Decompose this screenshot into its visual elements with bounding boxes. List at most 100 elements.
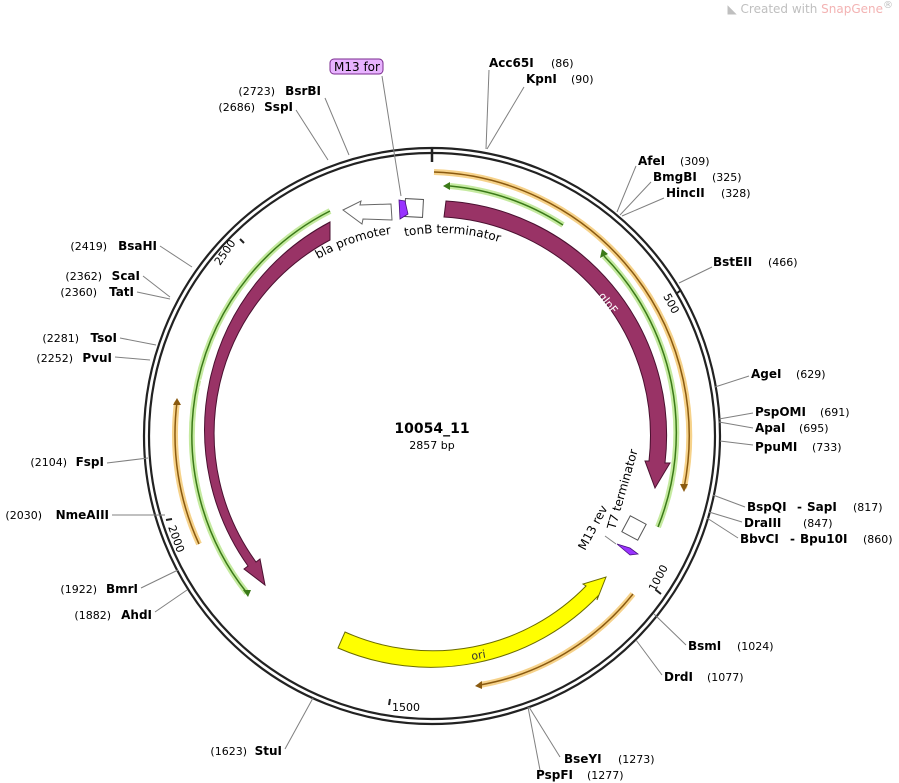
leader-BspQI — [712, 494, 746, 508]
M13-rev-primer-arrow — [616, 543, 640, 556]
site-PvuI-pos: (2252) — [36, 352, 73, 365]
leader-FspI — [106, 457, 149, 464]
site-leader-lines — [106, 69, 754, 771]
site-StuI-pos: (1623) — [210, 745, 247, 758]
leader-BsrBI — [324, 97, 350, 156]
site-FspI-pos: (2104) — [30, 456, 67, 469]
site-Bpu10I-name: Bpu10I — [800, 532, 847, 546]
site-labels-right: Acc65I (86) KpnI (90) AfeI (309) BmgBI (… — [489, 56, 893, 782]
site-labels-left: StuI (1623) AhdI (1882) BmrI (1922) NmeA… — [5, 84, 321, 758]
leader-DrdI — [635, 639, 663, 676]
site-BbvCI-name: BbvCI — [740, 532, 779, 546]
site-PspFI-pos: (1277) — [587, 769, 624, 782]
site-FspI-name: FspI — [76, 455, 104, 469]
site-BsaHI-pos: (2419) — [70, 240, 107, 253]
leader-BsaHI — [159, 245, 193, 268]
site-AgeI-name: AgeI — [751, 367, 781, 381]
orange-strand-left-arrowhead — [173, 398, 181, 405]
leader-BstEII — [678, 266, 713, 284]
site-AfeI-pos: (309) — [680, 155, 710, 168]
site-BstEII-name: BstEII — [713, 255, 752, 269]
site-BmgBI-pos: (325) — [712, 171, 742, 184]
site-BseYI-name: BseYI — [564, 752, 602, 766]
watermark-prefix: Created with — [740, 2, 822, 16]
leader-PvuI — [114, 356, 151, 361]
site-StuI-name: StuI — [255, 744, 282, 758]
site-AhdI-pos: (1882) — [74, 609, 111, 622]
site-NmeAIII-pos: (2030) — [5, 509, 42, 522]
green-strand-left — [191, 210, 331, 594]
leader-PspOMI — [718, 412, 754, 420]
site-BspQI-name: BspQI — [747, 500, 787, 514]
green-strand-right-arrowhead — [600, 249, 608, 258]
site-TsoI-pos: (2281) — [42, 332, 79, 345]
leader-BbvCI — [706, 517, 739, 539]
M13-for-label-box — [329, 58, 384, 75]
site-BsmI-name: BsmI — [688, 639, 721, 653]
site-AfeI-name: AfeI — [638, 154, 665, 168]
snapgene-watermark: ◣ Created with SnapGene® — [727, 0, 893, 16]
site-BsrBI-pos: (2723) — [238, 85, 275, 98]
leader-StuI — [284, 697, 314, 750]
tick-mark-500 — [675, 289, 682, 295]
plasmid-name: 10054_11 — [394, 421, 469, 437]
leader-PpuMI — [719, 440, 754, 446]
site-SapI-name: SapI — [807, 500, 837, 514]
site-SspI-pos: (2686) — [218, 101, 255, 114]
tonB-terminator-label: tonB terminator — [403, 222, 503, 245]
leader-KpnI — [486, 86, 525, 150]
orange-strand-top-arrowhead — [680, 484, 688, 492]
site-DraIII-name: DraIII — [744, 516, 781, 530]
green-strand-left-arrowhead — [243, 590, 251, 597]
leader-Acc65I — [485, 69, 490, 150]
site-Acc65I-name: Acc65I — [489, 56, 534, 70]
leader-TatI — [136, 291, 171, 300]
bla-promoter-arrow — [342, 200, 393, 225]
orange-strand-top — [433, 171, 690, 489]
T7-terminator-box — [621, 515, 647, 541]
site-BstEII-pos: (466) — [768, 256, 798, 269]
tick-label-1500: 1500 — [392, 701, 420, 714]
site-Acc65I-pos: (86) — [551, 57, 574, 70]
tick-mark-1500 — [388, 698, 391, 706]
site-AhdI-name: AhdI — [121, 608, 152, 622]
bla-cds-arrow — [204, 221, 331, 587]
site-KpnI-name: KpnI — [526, 72, 557, 86]
leader-AgeI — [714, 375, 750, 388]
site-PspOMI-pos: (691) — [820, 406, 850, 419]
leader-SspI — [295, 109, 329, 161]
site-DrdI-name: DrdI — [664, 670, 693, 684]
site-DrdI-pos: (1077) — [707, 671, 744, 684]
site-PspFI-name: PspFI — [536, 768, 573, 782]
site-PpuMI-pos: (733) — [812, 441, 842, 454]
site-BseYI-pos: (1273) — [618, 753, 655, 766]
site-TatI-name: TatI — [109, 285, 134, 299]
tick-label-1000: 1000 — [646, 563, 671, 594]
leader-BsmI — [653, 613, 687, 646]
site-AgeI-pos: (629) — [796, 368, 826, 381]
snapgene-logo-icon: ◣ — [727, 2, 737, 16]
site-KpnI-pos: (90) — [571, 73, 594, 86]
primer-binding-strands — [172, 169, 693, 689]
orange-strand-bottom-arrowhead — [475, 681, 482, 689]
leader-DraIII — [708, 511, 743, 523]
orange-strand-bottom — [479, 593, 634, 686]
ori-arrow — [337, 576, 607, 668]
site-BspQI-pos: (817) — [853, 501, 883, 514]
orange-strand-left — [174, 401, 200, 545]
M13-for-leader — [381, 75, 402, 197]
watermark-mark: ® — [883, 0, 893, 11]
M13-for-label: M13 for — [334, 60, 380, 74]
M13-for-primer-arrow — [398, 199, 409, 220]
site-PspOMI-name: PspOMI — [755, 405, 806, 419]
leader-TsoI — [119, 337, 157, 346]
site-TatI-pos: (2360) — [60, 286, 97, 299]
leader-AhdI — [154, 589, 188, 613]
leader-HincII — [621, 197, 665, 217]
ori-label: ori — [470, 648, 486, 663]
site-BmgBI-name: BmgBI — [653, 170, 697, 184]
leader-PspFI — [527, 706, 541, 771]
green-strand-top — [449, 185, 564, 226]
tick-mark-2500 — [239, 238, 245, 244]
